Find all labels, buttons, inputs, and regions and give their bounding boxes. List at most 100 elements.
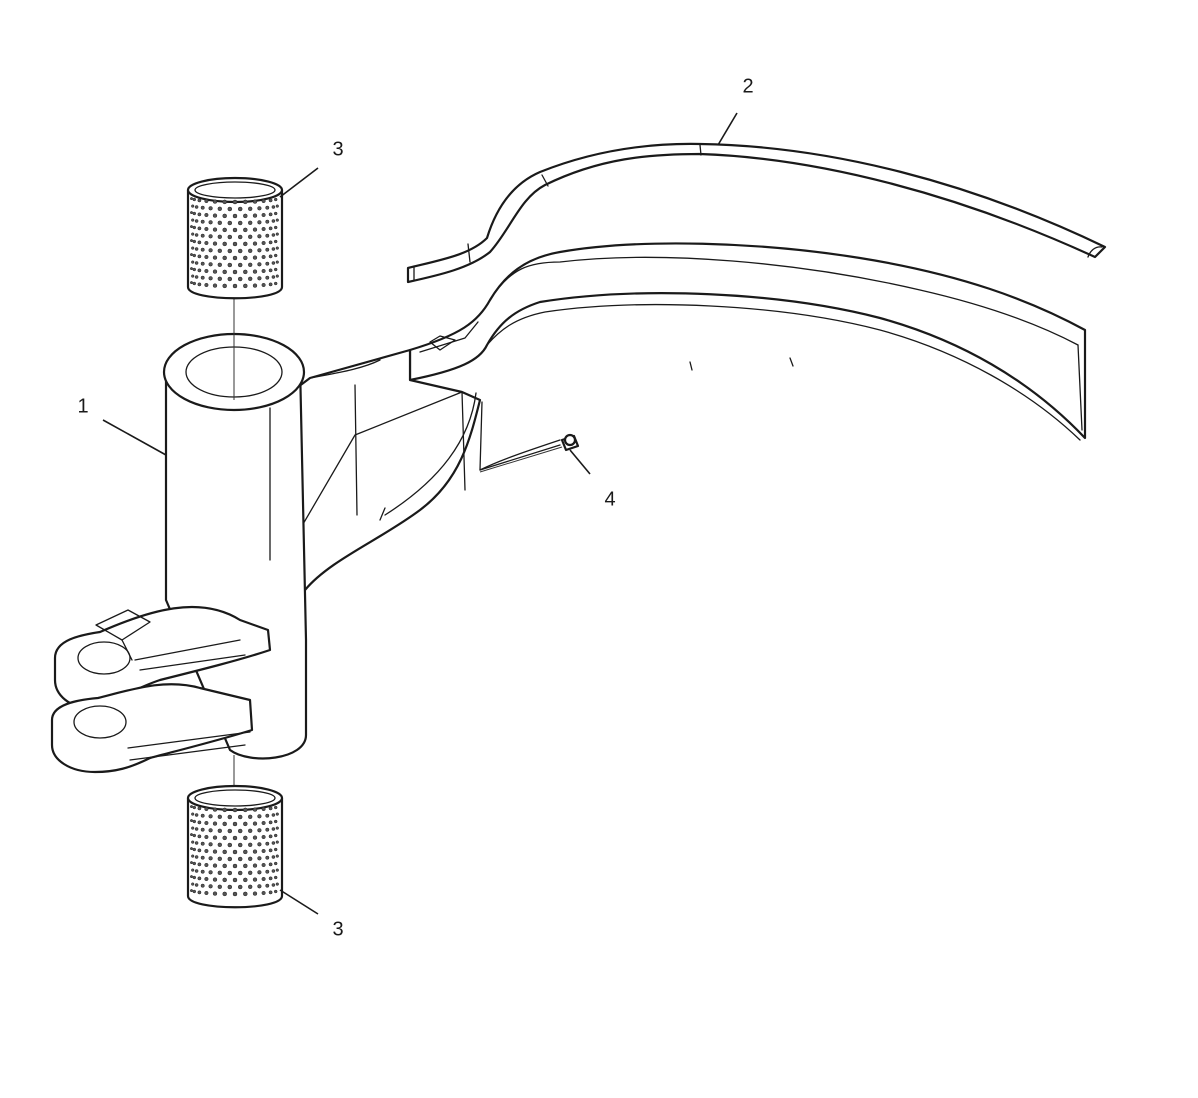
perforation-dot [243, 891, 248, 897]
perforation-dot [217, 276, 222, 281]
perforation-dot [200, 827, 205, 832]
perforation-dot [204, 240, 209, 246]
perforation-dot [191, 260, 195, 264]
perforation-dot [190, 847, 193, 851]
perforation-dot [222, 199, 227, 205]
perforation-dot [212, 891, 218, 896]
perforation-dot [261, 862, 266, 868]
callout-3-bottom: 3 [332, 918, 343, 940]
perforation-dot [217, 856, 222, 861]
perforation-dot [275, 274, 279, 278]
perforation-dot [274, 875, 278, 880]
perforation-dot [192, 833, 196, 838]
perforation-dot [237, 884, 243, 890]
perforation-dot [227, 276, 233, 282]
perforation-dot [248, 276, 253, 281]
perforation-dot [252, 863, 258, 868]
perforation-dot [243, 241, 248, 247]
perforation-dot [200, 883, 205, 888]
perforation-dot [252, 877, 258, 882]
perforation-dot [192, 253, 196, 258]
perforation-dot [191, 826, 195, 830]
perforation-dot [248, 870, 253, 875]
perforation-dot [248, 814, 253, 819]
perforation-dot [237, 220, 243, 226]
perforation-dot [217, 828, 222, 833]
callout-1: 1 [77, 395, 88, 417]
perforation-dot [257, 884, 262, 889]
perforation-dot [243, 821, 248, 827]
perforation-dot [257, 276, 262, 281]
perforation-dot [232, 283, 238, 289]
perforation-dot [257, 248, 262, 253]
perforation-dot [271, 219, 276, 223]
perforation-dot [197, 268, 202, 273]
perforation-dot [268, 848, 273, 853]
perforation-dot [192, 211, 196, 216]
perforation-dot [204, 268, 209, 274]
perforation-dot [268, 890, 273, 895]
perforation-dot [217, 220, 222, 225]
perforation-dot [194, 883, 199, 887]
perforation-dot [271, 233, 276, 237]
perforation-dot [197, 834, 202, 839]
perforation-dot [227, 206, 233, 212]
perforation-dot [212, 227, 218, 232]
perforation-dot [232, 227, 238, 233]
perforation-dot [257, 842, 262, 847]
perforation-dot [222, 807, 227, 813]
perforation-dot [268, 862, 273, 867]
perforation-dot [243, 807, 248, 813]
perforation-dot [194, 247, 199, 251]
perforation-dot [274, 225, 278, 230]
perforation-dot [192, 239, 196, 244]
perforation-dot [268, 820, 273, 825]
perforation-dot [248, 828, 253, 833]
perforation-dot [257, 870, 262, 875]
perforation-dot [200, 813, 205, 818]
perforation-dot [261, 198, 266, 204]
perforation-dot [252, 821, 258, 826]
perforation-dot [194, 827, 199, 831]
perforation-dot [248, 220, 253, 225]
perforation-dot [194, 855, 199, 859]
perforation-dot [217, 842, 222, 847]
perforation-dot [217, 248, 222, 253]
perforation-dot [191, 812, 195, 816]
perforation-dot [217, 814, 222, 819]
perforation-dot [191, 854, 195, 858]
perforation-dot [200, 855, 205, 860]
perforation-dot [227, 220, 233, 226]
perforation-dot [268, 268, 273, 273]
perforation-dot [200, 205, 205, 210]
perforation-dot [232, 835, 238, 841]
perforation-dot [204, 212, 209, 218]
perforation-dot [275, 232, 279, 236]
perforation-dot [227, 870, 233, 876]
perforation-dot [237, 206, 243, 212]
perforation-dot [192, 861, 196, 866]
perforation-dot [212, 283, 218, 288]
perforation-dot [268, 254, 273, 259]
perforation-dot [194, 275, 199, 279]
perforation-dot [204, 862, 209, 868]
perforation-dot [271, 205, 276, 209]
perforation-dot [191, 246, 195, 250]
perforation-dot [208, 842, 213, 847]
perforation-dot [261, 876, 266, 882]
perforation-dot [232, 877, 238, 883]
perforation-dot [252, 835, 258, 840]
perforation-dot [208, 248, 213, 253]
perforation-dot [190, 889, 193, 893]
perforation-dot [271, 275, 276, 279]
perforation-dot [271, 855, 276, 859]
perforation-dot [190, 239, 193, 243]
perforation-dot [191, 274, 195, 278]
perforation-dot [227, 828, 233, 834]
perforation-dot [204, 820, 209, 826]
perforation-dot [237, 276, 243, 282]
perforation-dot [208, 206, 213, 211]
perforation-dot [257, 206, 262, 211]
leader-line-2 [717, 112, 738, 146]
perforation-dot [257, 814, 262, 819]
